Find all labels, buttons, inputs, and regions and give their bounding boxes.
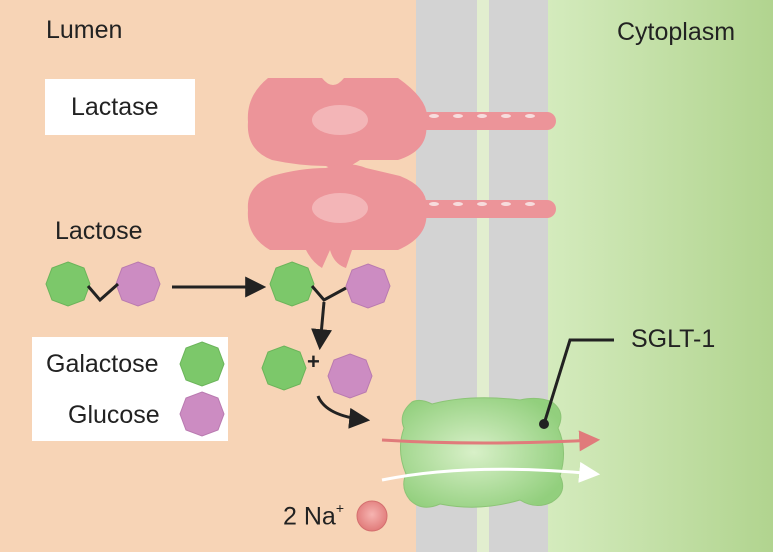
sodium-ion [356, 500, 388, 532]
cytoplasm-label: Cytoplasm [617, 18, 736, 46]
arrow-to-sglt1 [316, 395, 371, 429]
sodium-transport-arrow [381, 430, 601, 452]
legend-glucose-label: Glucose [68, 401, 160, 429]
sodium-charge: + [335, 500, 344, 516]
product-galactose [261, 345, 307, 391]
lactase-enzyme [247, 78, 556, 268]
galactose-unit [45, 261, 91, 307]
sglt1-leader-dot [539, 419, 549, 429]
sodium-label-text: 2 Na [283, 502, 336, 531]
lactose-label: Lactose [55, 217, 143, 245]
bound-galactose [269, 261, 315, 307]
lactose-molecule [45, 261, 161, 307]
lactase-label: Lactase [71, 93, 159, 121]
lactase-anchor-top [408, 112, 556, 130]
plus-sign: + [307, 349, 320, 374]
bound-bond [310, 285, 347, 302]
bound-lactose [269, 261, 391, 309]
sugar-transport-arrow [381, 461, 601, 483]
arrow-hydrolysis [311, 301, 332, 351]
bound-glucose [345, 263, 391, 309]
glucose-unit [115, 261, 161, 307]
product-glucose [327, 353, 373, 399]
sglt1-transporter [400, 397, 564, 508]
lactase-anchor-bottom [408, 200, 556, 218]
sodium-label: 2 Na+ [283, 500, 344, 531]
lactase-label-box [45, 79, 195, 135]
glycosidic-bond [86, 282, 119, 303]
lumen-label: Lumen [46, 16, 123, 44]
sglt1-label: SGLT-1 [631, 325, 716, 353]
sglt1-leader-line [542, 338, 614, 425]
legend-galactose-label: Galactose [46, 350, 159, 378]
cytoplasm-region [548, 0, 773, 552]
